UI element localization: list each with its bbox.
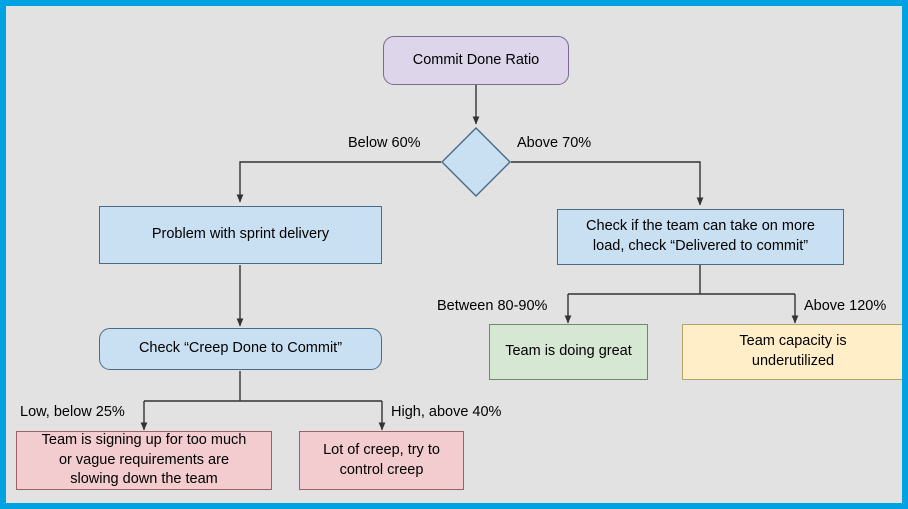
edge-check-capacity-split xyxy=(568,265,795,295)
node-check-creep-done-to-commit[interactable]: Check “Creep Done to Commit” xyxy=(99,328,382,370)
node-team-capacity-underutilized[interactable]: Team capacity is underutilized xyxy=(682,324,902,380)
node-team-is-doing-great[interactable]: Team is doing great xyxy=(489,324,648,380)
edge-decision-to-check-capacity xyxy=(511,161,704,206)
edge-label-above-120: Above 120% xyxy=(804,298,887,314)
edge-label-low-below-25: Low, below 25% xyxy=(20,404,125,420)
node-problem-with-sprint-delivery[interactable]: Problem with sprint delivery xyxy=(99,206,382,264)
edge-label-high-above-40: High, above 40% xyxy=(391,404,502,420)
edge-label-above-70: Above 70% xyxy=(517,135,592,151)
diamond-shape xyxy=(441,127,511,197)
node-commit-done-ratio[interactable]: Commit Done Ratio xyxy=(383,36,569,85)
edge-label-below-60: Below 60% xyxy=(348,135,421,151)
edge-decision-to-problem xyxy=(236,161,441,203)
node-decision-diamond[interactable] xyxy=(441,127,511,197)
node-lot-of-creep[interactable]: Lot of creep, try to control creep xyxy=(299,431,464,490)
node-team-signing-up-too-much[interactable]: Team is signing up for too much or vague… xyxy=(16,431,272,490)
edge-label-between-80-90: Between 80-90% xyxy=(437,298,548,314)
node-check-team-capacity[interactable]: Check if the team can take on more load,… xyxy=(557,209,844,265)
edge-check-creep-split xyxy=(144,371,382,402)
